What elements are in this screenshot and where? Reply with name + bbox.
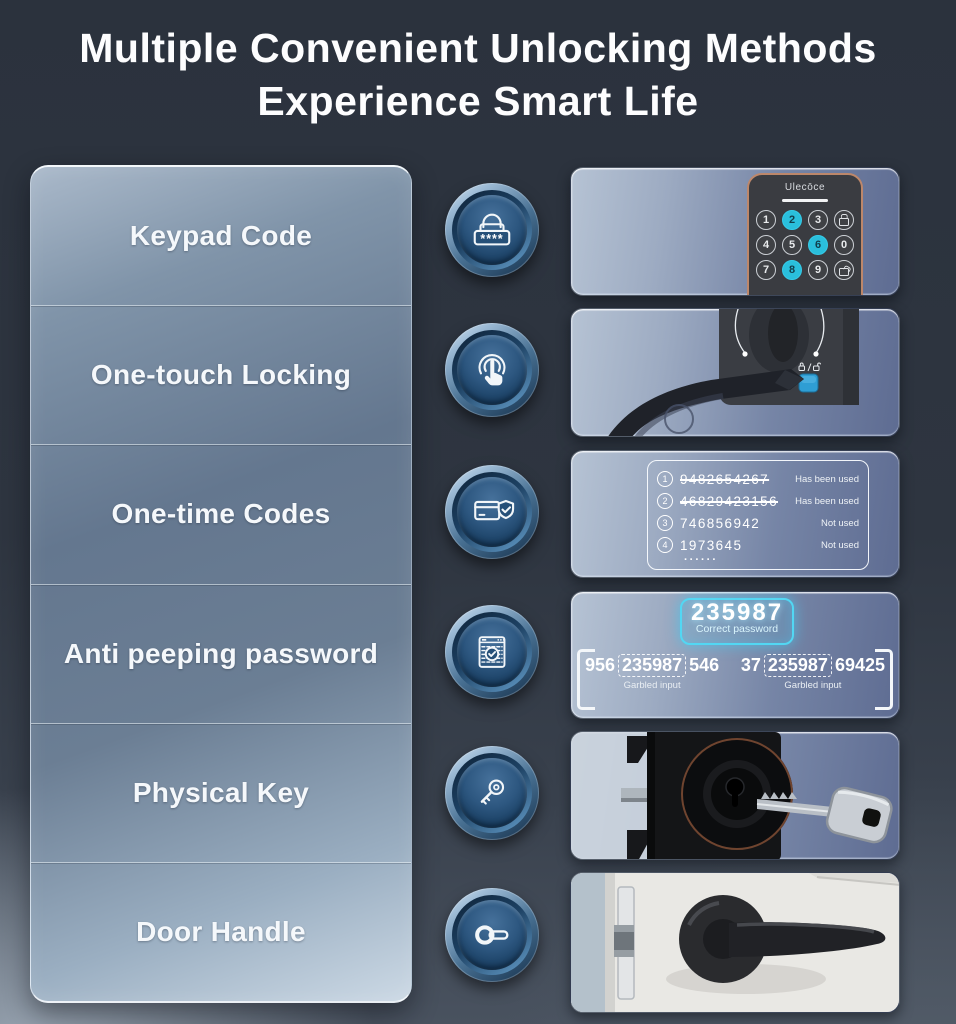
- code-value: 46829423156: [680, 493, 778, 509]
- code-row: 3 746856942 Not used: [657, 512, 859, 534]
- photo-door-handle: [570, 872, 900, 1013]
- photo-one-time-codes: 1 9482654267 Has been used 2 46829423156…: [570, 450, 900, 578]
- code-row: 1 9482654267 Has been used: [657, 468, 859, 490]
- key-2: 2: [782, 210, 802, 230]
- badge-physical-key: [445, 746, 539, 840]
- indicator-bar: [782, 199, 828, 202]
- badge-anti-peeping: [445, 605, 539, 699]
- door-handle-illustration: [571, 873, 899, 1012]
- code-value: 746856942: [680, 515, 761, 531]
- photo-keypad: Ulecōce 1 2 3 4 5 6 0 7 8 9: [570, 167, 900, 296]
- page-title: Multiple Convenient Unlocking Methods Ex…: [0, 22, 956, 128]
- feature-row-keypad-code: Keypad Code: [31, 167, 411, 305]
- key-5: 5: [782, 235, 802, 255]
- code-status: Not used: [820, 517, 859, 529]
- feature-row-physical-key: Physical Key: [31, 722, 411, 862]
- key-4: 4: [756, 235, 776, 255]
- code-number: 4: [657, 537, 673, 553]
- password-keypad-icon: ****: [473, 213, 511, 246]
- badge-keypad-code: ****: [445, 183, 539, 277]
- key-3: 3: [808, 210, 828, 230]
- code-grid-check-icon: [478, 636, 506, 668]
- card-shield-check-icon: [474, 499, 515, 521]
- key-8: 8: [782, 260, 802, 280]
- deadbolt-key-illustration: [571, 732, 893, 859]
- code-value: 9482654267: [680, 471, 770, 487]
- codes-list: 1 9482654267 Has been used 2 46829423156…: [647, 460, 869, 570]
- embedded-code: 235987: [618, 654, 687, 677]
- feature-label: Anti peeping password: [63, 637, 379, 669]
- title-line-2: Experience Smart Life: [257, 78, 699, 124]
- feature-label: Door Handle: [136, 915, 306, 947]
- key-7: 7: [756, 260, 776, 280]
- frame-bracket-right: [875, 649, 893, 710]
- keypad-device: Ulecōce 1 2 3 4 5 6 0 7 8 9: [747, 173, 863, 295]
- garbled-caption: Garbled input: [623, 680, 681, 691]
- lock-unlock-label-icon: [798, 362, 821, 372]
- key-1: 1: [756, 210, 776, 230]
- code-row: 4 1973645 Not used: [657, 534, 859, 556]
- code-number: 3: [657, 515, 673, 531]
- code-status: Not used: [820, 539, 859, 551]
- brand-logo: Ulecōce: [784, 182, 826, 193]
- feature-label: One-time Codes: [111, 498, 331, 530]
- key-0: 0: [834, 235, 854, 255]
- feature-row-one-time-codes: One-time Codes: [31, 444, 411, 583]
- feature-label: Keypad Code: [129, 220, 313, 252]
- password-mask-text: ****: [480, 232, 503, 246]
- code-status: Has been used: [795, 473, 859, 485]
- garbled-attempt: 956 235987 546 Garbled input: [585, 654, 719, 691]
- badge-one-touch: [445, 323, 539, 417]
- feature-row-one-touch-locking: One-touch Locking: [31, 305, 411, 444]
- key-6: 6: [808, 235, 828, 255]
- photo-one-touch: [570, 308, 900, 437]
- key-lock: [834, 210, 854, 230]
- one-touch-icon: [478, 354, 506, 386]
- feature-label: Physical Key: [132, 776, 310, 808]
- garbled-prefix: 956: [585, 655, 616, 675]
- garbled-caption: Garbled input: [784, 680, 842, 691]
- correct-password-box: 235987 Correct password: [680, 598, 794, 645]
- feature-row-door-handle: Door Handle: [31, 861, 411, 1001]
- key-9: 9: [808, 260, 828, 280]
- code-status: Has been used: [795, 495, 859, 507]
- photo-physical-key: [570, 731, 900, 860]
- robotic-hand: [608, 369, 804, 436]
- door-handle-icon: [475, 925, 509, 945]
- correct-code: 235987: [690, 599, 784, 626]
- keypad-grid: 1 2 3 4 5 6 0 7 8 9: [749, 210, 861, 280]
- codes-ellipsis: ······: [684, 554, 718, 566]
- code-number: 2: [657, 493, 673, 509]
- photo-anti-peeping: 235987 Correct password 956 235987 546 G…: [570, 591, 900, 719]
- title-line-1: Multiple Convenient Unlocking Methods: [79, 25, 877, 71]
- badge-one-time-codes: [445, 465, 539, 559]
- garbled-prefix: 37: [740, 655, 761, 675]
- frame-bracket-left: [577, 649, 595, 710]
- code-row: 2 46829423156 Has been used: [657, 490, 859, 512]
- code-number: 1: [657, 471, 673, 487]
- feature-label: One-touch Locking: [90, 359, 352, 391]
- garbled-attempt: 37 235987 69425 Garbled input: [741, 654, 885, 691]
- key-unlock: [834, 260, 854, 280]
- code-value: 1973645: [680, 537, 743, 553]
- feature-row-anti-peeping: Anti peeping password: [31, 583, 411, 723]
- lock-icon: [839, 218, 849, 226]
- badge-door-handle: [445, 888, 539, 982]
- garbled-suffix: 69425: [834, 655, 885, 675]
- key-icon: [480, 779, 505, 805]
- garbled-suffix: 546: [689, 655, 720, 675]
- one-touch-illustration: [608, 309, 859, 436]
- key-bow: [825, 786, 893, 844]
- unlock-icon: [839, 268, 849, 276]
- feature-list-panel: Keypad Code One-touch Locking One-time C…: [30, 165, 412, 1003]
- correct-label: Correct password: [695, 623, 779, 635]
- garbled-attempts: 956 235987 546 Garbled input 37 235987 6…: [571, 654, 899, 691]
- embedded-code: 235987: [763, 654, 832, 677]
